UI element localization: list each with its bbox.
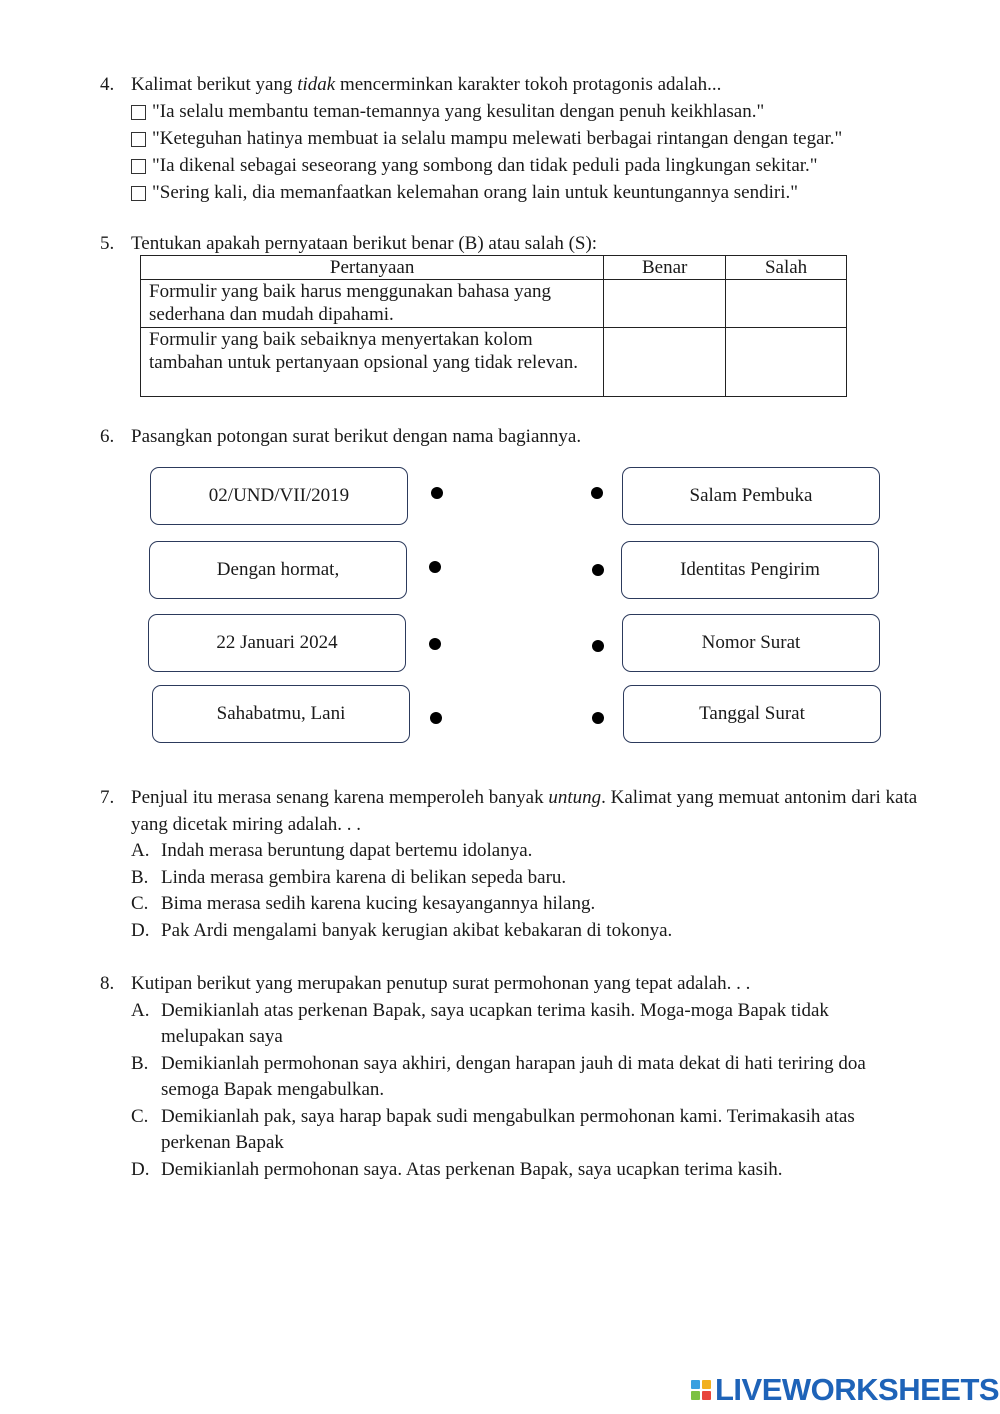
letter-part-box: Salam Pembuka bbox=[622, 467, 880, 525]
logo-text: LIVEWORKSHEETS bbox=[715, 1372, 1000, 1407]
letter-part-box: Identitas Pengirim bbox=[621, 541, 879, 599]
letter-snippet-box: Sahabatmu, Lani bbox=[152, 685, 410, 743]
salah-cell[interactable] bbox=[725, 327, 847, 397]
match-dot-left[interactable] bbox=[431, 487, 443, 499]
option-4: "Sering kali, dia memanfaatkan kelemahan… bbox=[131, 180, 940, 207]
table-row: Formulir yang baik harus menggunakan bah… bbox=[139, 279, 847, 328]
question-number: 6. bbox=[100, 426, 115, 447]
option-a[interactable]: A.Indah merasa beruntung dapat bertemu i… bbox=[131, 840, 533, 861]
question-number: 8. bbox=[100, 973, 115, 994]
question-prompt: Penjual itu merasa senang karena mempero… bbox=[131, 787, 918, 835]
question-number: 5. bbox=[100, 233, 115, 254]
checkbox[interactable] bbox=[131, 158, 146, 174]
option-3: "Ia dikenal sebagai seseorang yang sombo… bbox=[131, 153, 940, 180]
option-a[interactable]: A.Demikianlah atas perkenan Bapak, saya … bbox=[131, 999, 829, 1048]
question-prompt: Tentukan apakah pernyataan berikut benar… bbox=[131, 233, 598, 254]
header-benar: Benar bbox=[603, 255, 727, 280]
statement-cell: Formulir yang baik sebaiknya menyertakan… bbox=[139, 327, 605, 397]
match-dot-right[interactable] bbox=[591, 487, 603, 499]
logo-tile bbox=[702, 1391, 711, 1400]
letter-snippet-box: 22 Januari 2024 bbox=[148, 614, 406, 672]
match-dot-right[interactable] bbox=[592, 640, 604, 652]
question-number: 7. bbox=[100, 787, 115, 808]
benar-cell[interactable] bbox=[603, 279, 727, 328]
logo-tile bbox=[691, 1391, 700, 1400]
question-prompt: Kalimat berikut yang tidak mencerminkan … bbox=[131, 74, 722, 95]
letter-part-box: Tanggal Surat bbox=[623, 685, 881, 743]
salah-cell[interactable] bbox=[725, 279, 847, 328]
match-dot-right[interactable] bbox=[592, 712, 604, 724]
statement-cell: Formulir yang baik harus menggunakan bah… bbox=[139, 279, 605, 328]
letter-snippet-box: 02/UND/VII/2019 bbox=[150, 467, 408, 525]
question-prompt: Pasangkan potongan surat berikut dengan … bbox=[131, 426, 582, 447]
option-d[interactable]: D.Pak Ardi mengalami banyak kerugian aki… bbox=[131, 919, 673, 941]
benar-cell[interactable] bbox=[603, 327, 727, 397]
logo-icon bbox=[691, 1380, 711, 1400]
question-8: 8. Kutipan berikut yang merupakan penutu… bbox=[100, 971, 940, 1183]
question-number: 4. bbox=[100, 74, 115, 95]
checkbox[interactable] bbox=[131, 104, 146, 120]
logo-tile bbox=[691, 1380, 700, 1389]
option-c[interactable]: C.Bima merasa sedih karena kucing kesaya… bbox=[131, 893, 596, 914]
option-1: "Ia selalu membantu teman-temannya yang … bbox=[131, 99, 940, 126]
logo-tile bbox=[702, 1380, 711, 1389]
letter-part-box: Nomor Surat bbox=[622, 614, 880, 672]
question-6: 6. Pasangkan potongan surat berikut deng… bbox=[100, 424, 940, 451]
table-row: Formulir yang baik sebaiknya menyertakan… bbox=[139, 327, 847, 397]
option-b[interactable]: B.Demikianlah permohonan saya akhiri, de… bbox=[131, 1052, 866, 1101]
match-dot-left[interactable] bbox=[429, 638, 441, 650]
header-statement: Pertanyaan bbox=[139, 255, 605, 280]
match-dot-left[interactable] bbox=[429, 561, 441, 573]
question-4: 4. Kalimat berikut yang tidak mencermink… bbox=[100, 72, 940, 207]
option-b[interactable]: B.Linda merasa gembira karena di belikan… bbox=[131, 866, 567, 888]
liveworksheets-logo: LIVEWORKSHEETS bbox=[691, 1372, 1000, 1407]
true-false-table: Pertanyaan Benar Salah Formulir yang bai… bbox=[139, 255, 847, 397]
checkbox[interactable] bbox=[131, 131, 146, 147]
checkbox[interactable] bbox=[131, 185, 146, 201]
match-dot-right[interactable] bbox=[592, 564, 604, 576]
question-prompt: Kutipan berikut yang merupakan penutup s… bbox=[131, 973, 751, 994]
option-d[interactable]: D.Demikianlah permohonan saya. Atas perk… bbox=[131, 1158, 783, 1180]
question-5: 5. Tentukan apakah pernyataan berikut be… bbox=[100, 231, 940, 258]
table-header-row: Pertanyaan Benar Salah bbox=[139, 255, 847, 280]
letter-snippet-box: Dengan hormat, bbox=[149, 541, 407, 599]
question-7: 7. Penjual itu merasa senang karena memp… bbox=[100, 785, 940, 944]
match-dot-left[interactable] bbox=[430, 712, 442, 724]
header-salah: Salah bbox=[725, 255, 847, 280]
option-2: "Keteguhan hatinya membuat ia selalu mam… bbox=[131, 126, 940, 153]
option-c[interactable]: C.Demikianlah pak, saya harap bapak sudi… bbox=[131, 1105, 855, 1154]
